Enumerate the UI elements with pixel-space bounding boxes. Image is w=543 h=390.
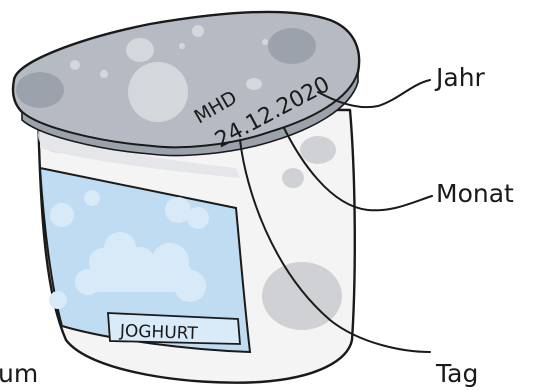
cloud-base (88, 262, 192, 292)
lid-spot (179, 43, 185, 49)
cup-label: JOGHURT (38, 166, 252, 354)
month-leader-line (283, 127, 433, 212)
lid-spot (126, 38, 154, 62)
cloud-puff (187, 207, 209, 229)
joghurt-tag: JOGHURT (107, 312, 241, 345)
lid-spot (16, 72, 64, 108)
callout-lines (239, 79, 433, 353)
lid-spot (100, 70, 108, 78)
lid-edge (21, 71, 359, 157)
cup-lid: MHD 24.12.2020 (11, 10, 361, 157)
joghurt-tag-box (107, 312, 241, 345)
cup-rim-shadow (40, 130, 240, 178)
cloud-puff (165, 197, 191, 223)
lid-spot (246, 78, 262, 90)
cloud-puff (84, 190, 100, 206)
left-cut-label: um (0, 359, 38, 388)
year-label: Jahr (434, 63, 486, 92)
cloud-puff (50, 203, 74, 227)
lid-spot (268, 28, 316, 64)
cloud-puff (49, 291, 67, 309)
day-label: Tag (435, 359, 478, 388)
cup-spot (300, 136, 336, 164)
lid-spot (192, 25, 204, 37)
year-leader-line (317, 79, 431, 109)
day-leader-line (239, 139, 431, 353)
joghurt-label-text: JOGHURT (119, 321, 199, 344)
cloud-shapes (49, 190, 238, 342)
lid-spot (70, 60, 80, 70)
lid-spot (128, 62, 188, 122)
cup-spot (282, 168, 304, 188)
month-label: Monat (436, 179, 514, 208)
lid-spot (262, 39, 268, 45)
